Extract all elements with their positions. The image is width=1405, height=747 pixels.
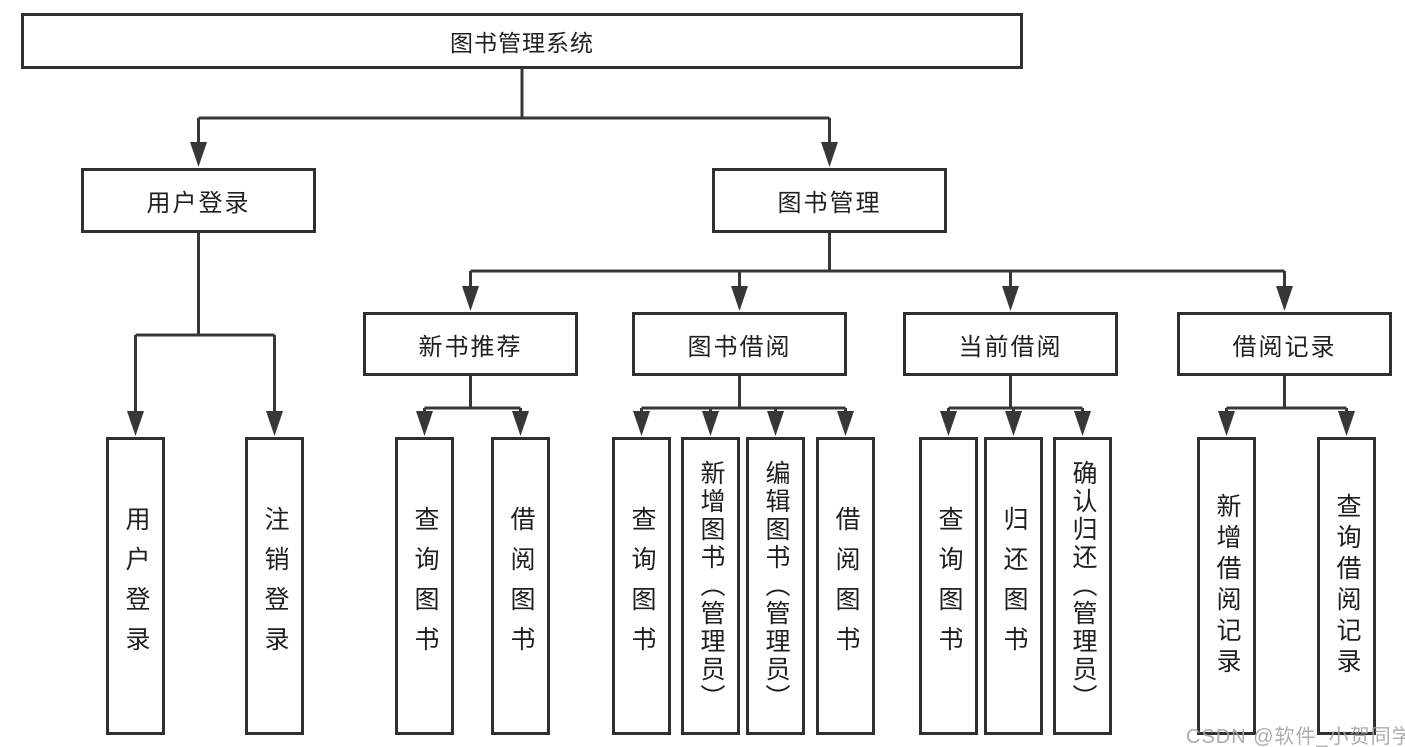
arrowhead — [731, 286, 748, 311]
node-label: 归还图书 — [1000, 506, 1028, 666]
connector-current-borrow-children — [947, 376, 1084, 412]
leaf-borrow-books: 借阅图书 — [816, 437, 875, 735]
leaf-add-books-admin: 新增图书（管理员） — [681, 437, 740, 735]
arrowhead — [940, 411, 957, 436]
node-label: 新增借阅记录 — [1213, 493, 1241, 679]
arrowhead — [1338, 411, 1355, 436]
leaf-query-books-borrow: 查询图书 — [612, 437, 671, 735]
node-label: 查询借阅记录 — [1333, 493, 1361, 679]
arrowhead — [266, 411, 283, 436]
connector-borrow-records-children — [1225, 376, 1348, 412]
leaf-borrow-books-recommend: 借阅图书 — [491, 437, 550, 735]
node-label: 借阅图书 — [832, 506, 860, 666]
node-user-login: 用户登录 — [81, 168, 316, 233]
connector-book-management-children — [469, 233, 1286, 287]
node-label: 图书管理系统 — [450, 30, 594, 56]
leaf-add-borrow-record: 新增借阅记录 — [1197, 437, 1256, 735]
node-label: 用户登录 — [122, 506, 150, 666]
connector-book-borrow-children — [640, 376, 847, 412]
leaf-logout: 注销登录 — [245, 437, 304, 735]
arrowhead — [821, 142, 838, 167]
node-label: 新增图书（管理员） — [697, 460, 725, 712]
arrowhead — [1002, 286, 1019, 311]
leaf-query-books-recommend: 查询图书 — [395, 437, 454, 735]
node-label: 图书管理 — [777, 190, 882, 217]
leaf-query-books-current: 查询图书 — [919, 437, 978, 735]
node-label: 确认归还（管理员） — [1069, 460, 1097, 712]
arrowhead — [702, 411, 719, 436]
leaf-query-borrow-record: 查询借阅记录 — [1317, 437, 1376, 735]
leaf-confirm-return-admin: 确认归还（管理员） — [1053, 437, 1112, 735]
node-label: 借阅记录 — [1232, 333, 1337, 361]
node-label: 当前借阅 — [958, 333, 1063, 361]
connector-new-book-recommend-children — [423, 376, 522, 412]
arrowhead — [1074, 411, 1091, 436]
node-label: 查询图书 — [628, 506, 656, 666]
arrowhead — [416, 411, 433, 436]
csdn-watermark: CSDN @软件_小贺同学 — [1186, 726, 1405, 747]
arrowhead — [633, 411, 650, 436]
arrowhead — [1218, 411, 1235, 436]
arrowhead — [767, 411, 784, 436]
connector-user-login-children — [134, 233, 276, 412]
node-library-management-system: 图书管理系统 — [21, 13, 1023, 69]
arrowhead — [837, 411, 854, 436]
node-label: 用户登录 — [146, 190, 251, 217]
leaf-return-books: 归还图书 — [984, 437, 1043, 735]
arrowhead — [127, 411, 144, 436]
node-borrow-records: 借阅记录 — [1177, 312, 1392, 376]
arrowhead — [1276, 286, 1293, 311]
node-current-borrow: 当前借阅 — [903, 312, 1118, 376]
leaf-edit-books-admin: 编辑图书（管理员） — [746, 437, 805, 735]
node-label: 新书推荐 — [418, 333, 523, 361]
node-book-management: 图书管理 — [712, 168, 947, 233]
node-label: 注销登录 — [261, 506, 289, 666]
arrowhead — [1005, 411, 1022, 436]
arrowhead — [462, 286, 479, 311]
arrowhead — [512, 411, 529, 436]
node-label: 编辑图书（管理员） — [762, 460, 790, 712]
node-label: 查询图书 — [935, 506, 963, 666]
connector-strokes — [134, 69, 1348, 412]
connector-root-to-level2 — [197, 69, 831, 143]
leaf-user-login: 用户登录 — [106, 437, 165, 735]
node-label: 查询图书 — [411, 506, 439, 666]
node-book-borrow: 图书借阅 — [632, 312, 847, 376]
node-new-book-recommend: 新书推荐 — [363, 312, 578, 376]
arrowheads — [127, 142, 1355, 436]
node-label: 借阅图书 — [507, 506, 535, 666]
node-label: 图书借阅 — [687, 333, 792, 361]
arrowhead — [190, 142, 207, 167]
